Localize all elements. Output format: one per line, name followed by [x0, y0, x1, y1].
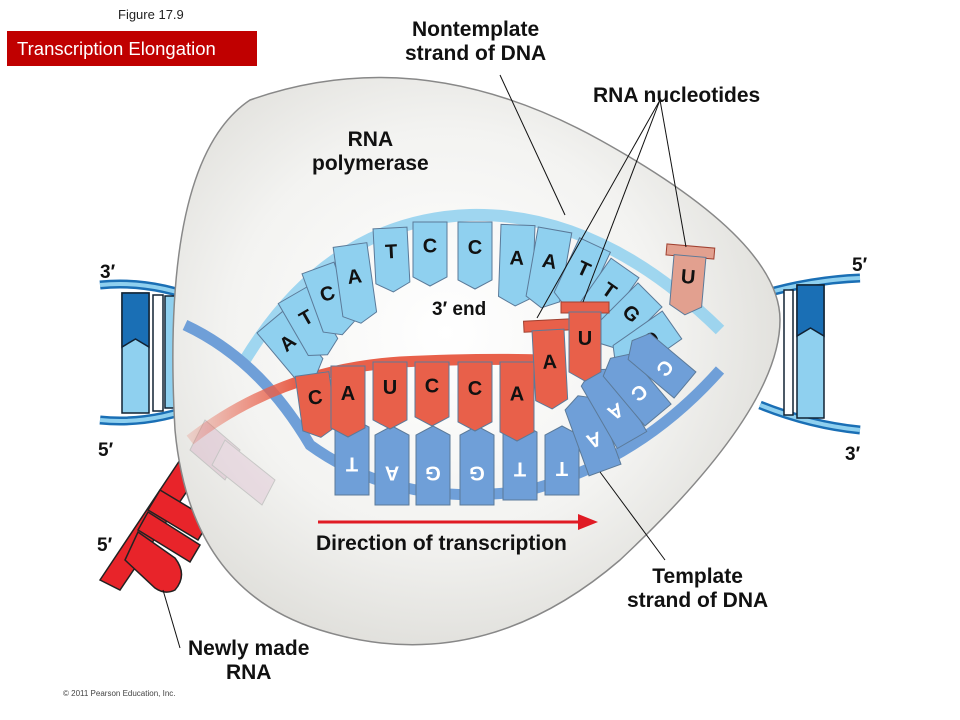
base-letter: C	[307, 386, 324, 410]
base-letter: A	[509, 247, 524, 269]
rna-base: C	[294, 371, 338, 438]
left-bottom-5prime: 5′	[98, 440, 114, 461]
template-base: A	[374, 425, 410, 506]
base-letter: U	[680, 266, 696, 289]
rna-base: A	[330, 365, 366, 438]
base-letter: C	[317, 282, 338, 308]
rna-base: C	[457, 361, 493, 432]
nontemplate-strand-label: Nontemplate strand of DNA	[405, 18, 547, 65]
left-top-3prime: 3′	[100, 262, 116, 283]
template-base: C	[627, 332, 697, 399]
right-dna-helix	[758, 273, 861, 435]
nontemplate-base: G	[594, 282, 663, 351]
direction-arrow	[318, 514, 598, 530]
base-letter: C	[468, 378, 482, 400]
rna-nucleotide-body: U	[568, 311, 602, 382]
rna-nucleotide-body: U	[669, 254, 707, 316]
three-prime-end-label: 3′ end	[432, 299, 487, 320]
base-letter: T	[346, 453, 358, 475]
template-base: T	[502, 422, 538, 501]
base-letter: T	[385, 241, 398, 264]
base-letter: A	[510, 384, 524, 406]
base-letter: A	[583, 427, 604, 453]
base-letter: G	[425, 462, 441, 484]
nontemplate-base: A	[256, 310, 324, 381]
template-base: G	[415, 425, 451, 506]
nontemplate-base: T	[372, 226, 411, 293]
base-letter: A	[540, 250, 558, 274]
base-letter: C	[423, 235, 437, 257]
template-base: C	[602, 353, 672, 427]
right-top-5prime: 5′	[852, 255, 868, 276]
rna-nucleotide-body: A	[531, 328, 569, 410]
base-letter: U	[383, 377, 397, 399]
rna-base: C	[414, 361, 450, 427]
pointer-lines	[162, 74, 687, 649]
rna-base: U	[372, 361, 408, 430]
base-letter: A	[341, 383, 355, 405]
newly-made-rna-strand	[98, 458, 212, 593]
base-letter: A	[346, 265, 363, 289]
slide-title: Transcription Elongation	[7, 31, 257, 66]
nontemplate-base: C	[457, 221, 493, 290]
nontemplate-base: C	[301, 261, 356, 336]
nontemplate-base: A	[497, 223, 536, 307]
base-letter: C	[468, 237, 482, 259]
copyright: © 2011 Pearson Education, Inc.	[63, 689, 176, 698]
nontemplate-backbone	[239, 208, 725, 364]
base-letter: C	[425, 375, 439, 397]
rna-polymerase-label: RNA polymerase	[312, 128, 429, 175]
nontemplate-base: A	[332, 242, 378, 324]
rna-nucleotides-label: RNA nucleotides	[593, 84, 761, 107]
rna-nucleotide: A	[522, 318, 573, 410]
newly-made-rna-label: Newly made RNA	[188, 637, 310, 684]
rna-5prime: 5′	[97, 535, 113, 556]
rna-base: A	[499, 361, 535, 442]
figure-number: Figure 17.9	[118, 7, 184, 22]
direction-of-transcription-label: Direction of transcription	[316, 532, 567, 555]
nontemplate-base: T	[277, 285, 339, 356]
right-bottom-3prime: 3′	[845, 444, 861, 465]
base-letter: U	[578, 328, 592, 350]
template-base: G	[459, 425, 495, 506]
rna-nucleotide: U	[665, 243, 716, 316]
rna-nucleotide: U	[560, 301, 610, 382]
base-letter: A	[542, 351, 558, 374]
base-letter: A	[385, 462, 399, 484]
template-base: T	[334, 417, 370, 496]
nontemplate-base: C	[412, 221, 448, 287]
incoming-rna-nucleotides: AUU	[522, 243, 716, 410]
template-base: T	[544, 425, 580, 496]
base-letter: G	[469, 462, 485, 484]
base-letter: T	[556, 457, 568, 479]
base-letter: T	[514, 458, 526, 480]
template-strand-label: Template strand of DNA	[627, 565, 769, 612]
